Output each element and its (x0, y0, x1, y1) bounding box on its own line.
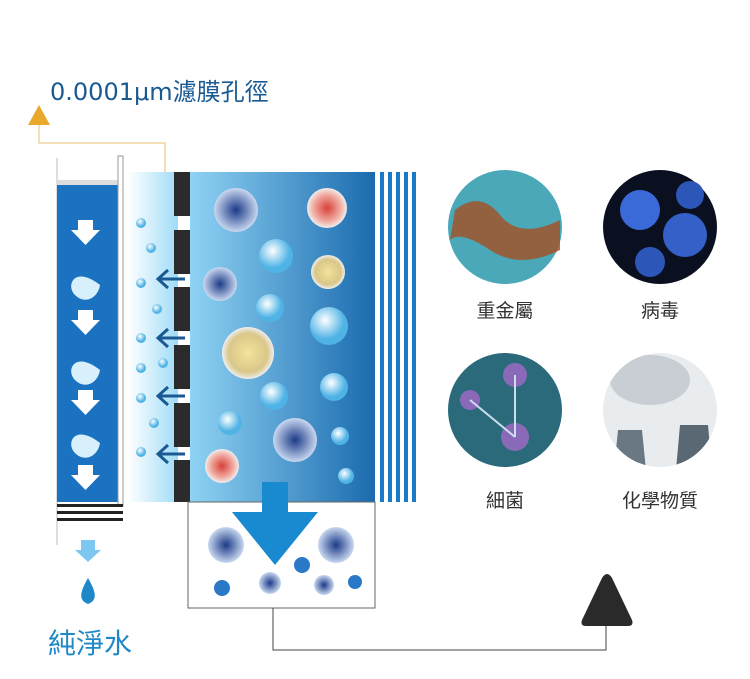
droplet-icons (71, 276, 100, 458)
waste-outlet-triangle-icon (581, 574, 633, 626)
stripes (380, 172, 416, 502)
pure-water-label: 純淨水 (48, 627, 133, 660)
contaminant-particles (203, 188, 347, 483)
big-down-arrow-icon (232, 482, 318, 565)
label-bacteria: 細菌 (485, 490, 524, 512)
flow-arrow-icons (155, 268, 185, 465)
water-molecules (136, 218, 168, 457)
output-arrow-icon (75, 540, 101, 562)
chemical-plant-icon (603, 353, 717, 467)
water-drop-icon (81, 578, 95, 604)
label-virus: 病毒 (640, 300, 679, 322)
virus-icon (603, 170, 717, 284)
pore-size-title: 0.0001μm濾膜孔徑 (50, 78, 269, 106)
up-arrow-icon (28, 105, 50, 125)
bacteria-icon (448, 353, 562, 467)
membrane (174, 172, 190, 502)
label-chemicals: 化學物質 (621, 490, 698, 512)
down-arrow-icons (71, 220, 100, 490)
heavy-metal-icon (448, 170, 562, 284)
pure-water-column (56, 155, 124, 545)
label-heavy-metal: 重金屬 (476, 300, 534, 322)
